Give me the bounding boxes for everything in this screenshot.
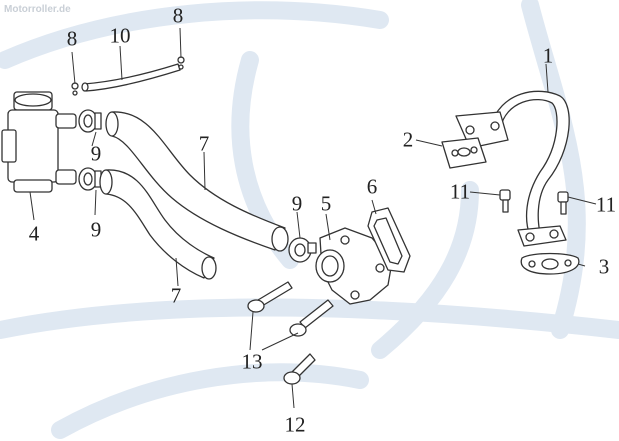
callout-13: 13 (241, 349, 263, 374)
watermark-text: Motorroller.de (4, 4, 71, 15)
valve-housing-part-5 (315, 227, 393, 305)
hose-part-7-upper (105, 111, 289, 252)
callout-12: 12 (284, 412, 306, 437)
gasket-part-3 (520, 252, 580, 275)
callout-4: 4 (28, 221, 40, 246)
callout-5: 5 (320, 191, 332, 216)
bolt-part-11-left (499, 189, 511, 213)
callout-6: 6 (366, 174, 378, 199)
callout-3: 3 (598, 254, 610, 279)
callout-7-lower: 7 (170, 283, 182, 308)
clamp-part-9-lower (78, 167, 102, 191)
callout-8-left: 8 (66, 26, 78, 51)
callout-9-housing: 9 (291, 191, 303, 216)
gasket-part-6 (367, 207, 411, 273)
air-valve-part-4 (1, 91, 77, 193)
callout-10: 10 (109, 23, 131, 48)
clip-part-8-right (177, 56, 185, 70)
hose-part-10 (81, 63, 181, 92)
clip-part-8-left (71, 82, 79, 96)
bolt-part-13-lower (289, 299, 334, 337)
callout-9-upper: 9 (90, 141, 102, 166)
callout-11-left: 11 (449, 179, 471, 204)
leader-lines (29, 27, 597, 409)
callout-7-upper: 7 (198, 131, 210, 156)
callout-9-lower: 9 (90, 217, 102, 242)
hose-part-7-lower (99, 169, 217, 280)
bolt-part-13-upper (247, 281, 293, 313)
clamp-part-9-upper (78, 109, 102, 133)
callout-8-right: 8 (172, 3, 184, 28)
callout-11-right: 11 (595, 192, 617, 217)
callout-1: 1 (542, 43, 554, 68)
bolt-part-11-right (557, 191, 569, 215)
clamp-part-9-housing (288, 237, 317, 263)
gasket-part-2 (441, 137, 487, 169)
callout-2: 2 (402, 127, 414, 152)
